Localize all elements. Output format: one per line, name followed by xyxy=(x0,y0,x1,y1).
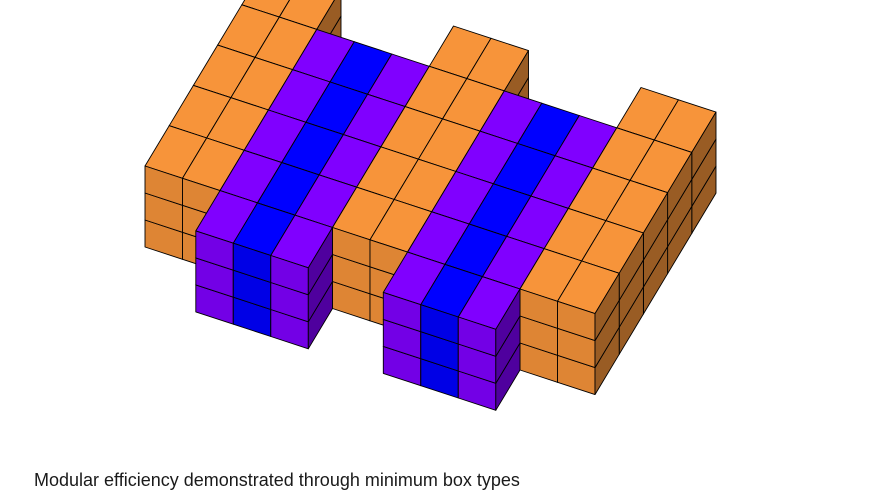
violet-box xyxy=(270,214,333,296)
orange-box xyxy=(557,260,620,342)
caption: Modular efficiency demonstrated through … xyxy=(34,470,520,490)
violet-box xyxy=(457,276,521,357)
modular-box-assembly xyxy=(144,0,717,411)
box-group xyxy=(144,0,717,411)
